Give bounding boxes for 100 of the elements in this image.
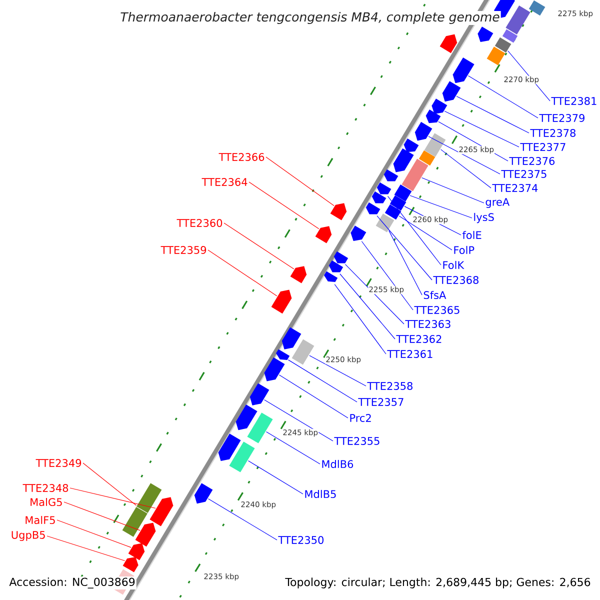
gene-label: TTE2364 [202, 178, 248, 186]
gene-shape [432, 98, 448, 114]
leader-line [248, 182, 320, 230]
leader-line [70, 488, 156, 509]
gene-label: folE [462, 230, 482, 240]
gene-shape [478, 26, 494, 42]
gene-label: TTE2363 [405, 320, 450, 328]
gene-shape [414, 122, 432, 141]
gene-label: FolP [454, 246, 474, 254]
leader-line [309, 355, 366, 386]
gene-shape [404, 138, 419, 152]
gene-shape [271, 290, 292, 314]
gene-block [122, 483, 162, 537]
gene-label: MdlB5 [305, 490, 336, 498]
leader-line [444, 110, 520, 148]
gene-block [424, 133, 446, 157]
leader-line [46, 536, 126, 562]
gene-label: TTE2358 [367, 382, 412, 390]
gene-shape [315, 226, 332, 244]
leader-line [266, 156, 334, 206]
gene-block [247, 412, 273, 444]
gene-label: TTE2359 [160, 246, 206, 254]
gene-shape [250, 383, 270, 406]
gene-block [394, 184, 412, 202]
gene-label: Prc2 [350, 414, 371, 422]
gene-shape [276, 349, 290, 360]
leader-line [388, 230, 422, 296]
gene-label: TTE2348 [22, 484, 68, 492]
gene-label: TTE2350 [278, 536, 324, 544]
gene-shape [452, 58, 474, 84]
gene-label: TTE2355 [334, 437, 380, 445]
gene-block [292, 339, 314, 365]
gene-shape [194, 483, 213, 504]
gene-shape [350, 226, 366, 241]
gene-label: TTE2374 [492, 184, 538, 192]
gene-label: TTE2357 [358, 398, 404, 406]
gene-label: TTE2365 [414, 306, 460, 314]
gene-shape [264, 357, 285, 382]
leader-line [422, 177, 484, 204]
gene-shape [426, 110, 441, 124]
leader-line [456, 96, 530, 134]
leader-line [387, 196, 442, 266]
gene-shape [236, 404, 258, 430]
leader-line [264, 399, 334, 442]
gene-shape [128, 543, 145, 560]
gene-label: lysS [474, 212, 494, 224]
leader-line [468, 75, 538, 118]
leader-line [440, 149, 492, 188]
gene-label: MalG5 [30, 498, 62, 506]
gene-label: TTE2381 [551, 97, 596, 105]
leader-line [288, 360, 358, 402]
leader-line [208, 250, 278, 296]
gene-shape [135, 522, 156, 547]
gene-shape [334, 251, 348, 264]
leader-line [224, 222, 294, 270]
gene-shape [328, 260, 344, 272]
gene-block [418, 150, 436, 166]
gene-shape [442, 81, 461, 102]
leader-line [428, 136, 500, 174]
leader-line [278, 374, 348, 418]
leader-line [361, 240, 414, 310]
gene-label: TTE2362 [396, 335, 442, 343]
gene-block [502, 29, 518, 43]
leader-line [266, 431, 320, 464]
gene-shape [282, 327, 302, 350]
gene-label: TTE2379 [539, 114, 584, 122]
leader-line [410, 195, 472, 218]
gene-block [486, 46, 506, 66]
gene-label: FolK [443, 260, 464, 270]
gene-shape [366, 202, 380, 214]
gene-label: TTE2360 [176, 219, 222, 227]
leader-line [334, 284, 386, 354]
gene-shape [122, 557, 138, 572]
gene-shape [372, 191, 386, 204]
gene-label: MalF5 [26, 516, 55, 524]
gene-label: TTE2368 [433, 276, 478, 284]
leader-line [208, 498, 278, 540]
genome-info-text: Topology: circular; Length: 2,689,445 bp; Genes: 2,656 [284, 576, 592, 590]
gene-shape [376, 182, 392, 194]
gene-shape [218, 434, 241, 461]
leader-line [82, 462, 137, 506]
gene-label: TTE2361 [387, 350, 432, 358]
leader-line [64, 502, 140, 531]
gene-block [506, 6, 530, 34]
gene-label: TTE2376 [509, 157, 555, 165]
gene-label: TTE2377 [520, 143, 566, 151]
gene-shape [384, 169, 398, 182]
gene-label: TTE2375 [501, 170, 546, 178]
leader-line [340, 274, 396, 340]
leader-line [376, 216, 432, 280]
gene-block [390, 195, 406, 211]
gene-label: MdlB6 [322, 460, 354, 468]
gene-block [384, 204, 402, 220]
gene-label: TTE2349 [36, 459, 82, 467]
gene-block [402, 158, 428, 192]
leader-line [398, 216, 452, 250]
gene-label: SfsA [424, 290, 446, 300]
gene-label: UgpB5 [12, 531, 45, 541]
gene-shape [324, 271, 338, 282]
leader-line [344, 264, 404, 324]
